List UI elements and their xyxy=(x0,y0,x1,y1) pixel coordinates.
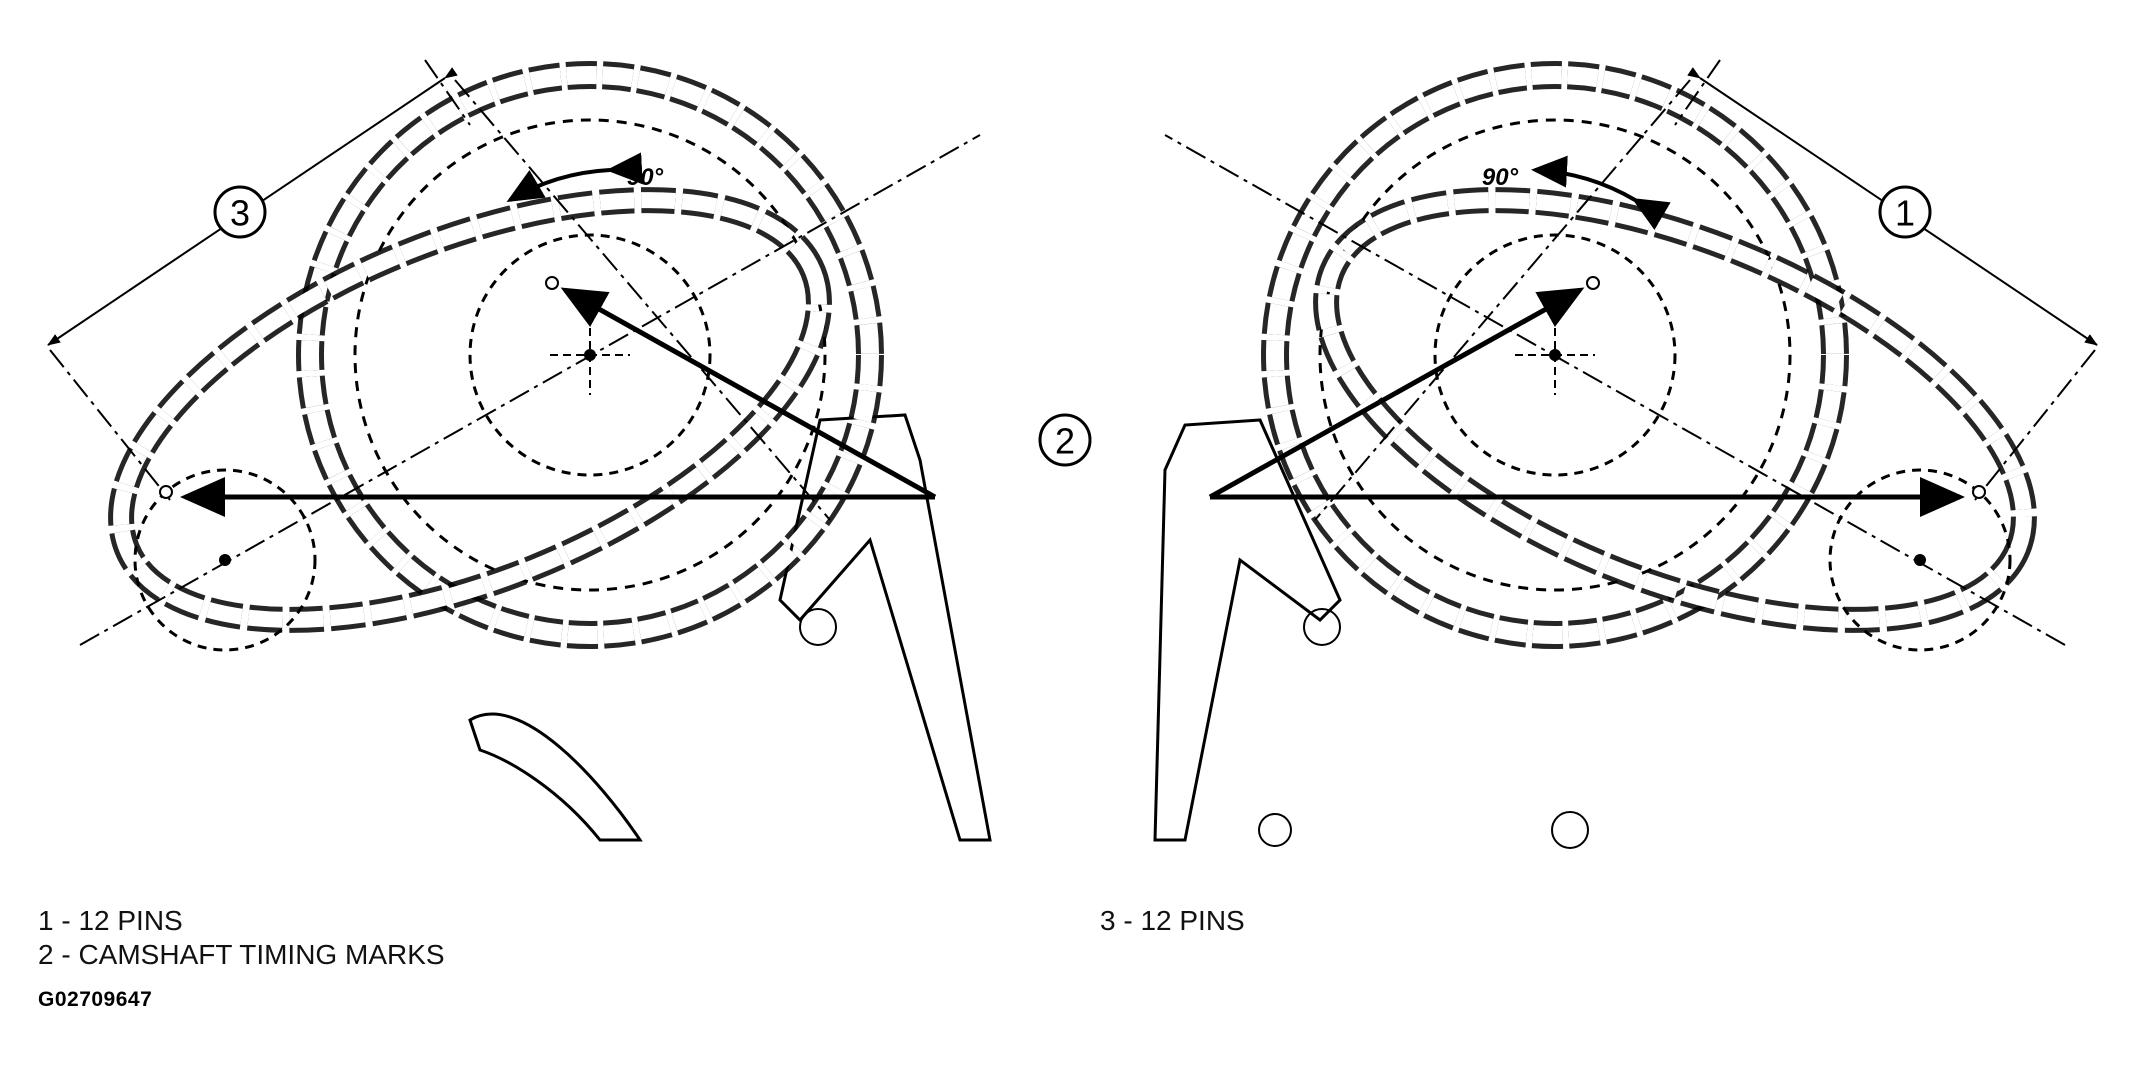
sprocket-icon xyxy=(1318,118,1792,592)
centerline-icon xyxy=(1314,79,1691,521)
callout-3-label: 3 xyxy=(230,193,250,234)
sprocket-icon xyxy=(353,118,827,592)
chain-guide-icon xyxy=(1153,418,1342,842)
pin-icon xyxy=(545,276,559,290)
right-bank-group: 90° 1 xyxy=(1153,59,2098,849)
angle-arc-icon xyxy=(506,152,643,203)
sprocket-icon xyxy=(468,233,712,477)
extension-line-icon xyxy=(424,59,471,126)
callout-3-circle xyxy=(213,185,267,239)
legend-right: 3 - 12 PINS xyxy=(1100,904,1245,938)
sprocket-icon xyxy=(1433,233,1677,477)
camshaft-timing-diagram: 90° 3 2 90° xyxy=(47,59,2098,849)
bolt-hole-icon xyxy=(1258,813,1292,847)
angle-label-left: 90° xyxy=(627,164,664,191)
angle-arc-icon xyxy=(1531,155,1671,230)
extension-line-icon xyxy=(1674,59,1721,126)
pin-icon xyxy=(159,485,173,499)
callout-2-circle xyxy=(1038,413,1092,467)
timing-chain-icon xyxy=(301,66,879,644)
sprocket-icon xyxy=(1828,468,2012,652)
callout-1-label: 1 xyxy=(1895,193,1915,234)
legend-item-2: 2 - CAMSHAFT TIMING MARKS xyxy=(38,939,445,970)
legend-left: 1 - 12 PINS 2 - CAMSHAFT TIMING MARKS xyxy=(38,904,445,972)
chain-guide-icon xyxy=(778,413,992,842)
callout-1-circle xyxy=(1878,185,1932,239)
timing-chain-icon xyxy=(1313,187,2037,633)
bolt-hole-icon xyxy=(1303,608,1341,646)
pin-icon xyxy=(1549,349,1561,361)
callout-2-label: 2 xyxy=(1055,421,1075,462)
chain-guide-icon xyxy=(468,712,643,842)
legend-item-3: 3 - 12 PINS xyxy=(1100,905,1245,936)
pin-icon xyxy=(219,554,231,566)
centerline-icon xyxy=(49,349,171,501)
pin-icon xyxy=(1586,276,1600,290)
timing-arrow-icon xyxy=(1208,287,1585,500)
legend-item-1: 1 - 12 PINS xyxy=(38,905,183,936)
timing-chain-icon xyxy=(1266,66,1844,644)
figure-id: G02709647 xyxy=(38,988,153,1011)
pin-icon xyxy=(1972,485,1986,499)
sprocket-icon xyxy=(133,468,317,652)
bolt-hole-icon xyxy=(799,608,837,646)
angle-label-right: 90° xyxy=(1482,164,1519,191)
timing-arrow-icon xyxy=(560,287,937,500)
centerline-icon xyxy=(1974,349,2096,501)
bolt-hole-icon xyxy=(1551,811,1589,849)
pin-icon xyxy=(1914,554,1926,566)
pin-icon xyxy=(584,349,596,361)
left-bank-group: 90° 3 xyxy=(47,59,992,842)
